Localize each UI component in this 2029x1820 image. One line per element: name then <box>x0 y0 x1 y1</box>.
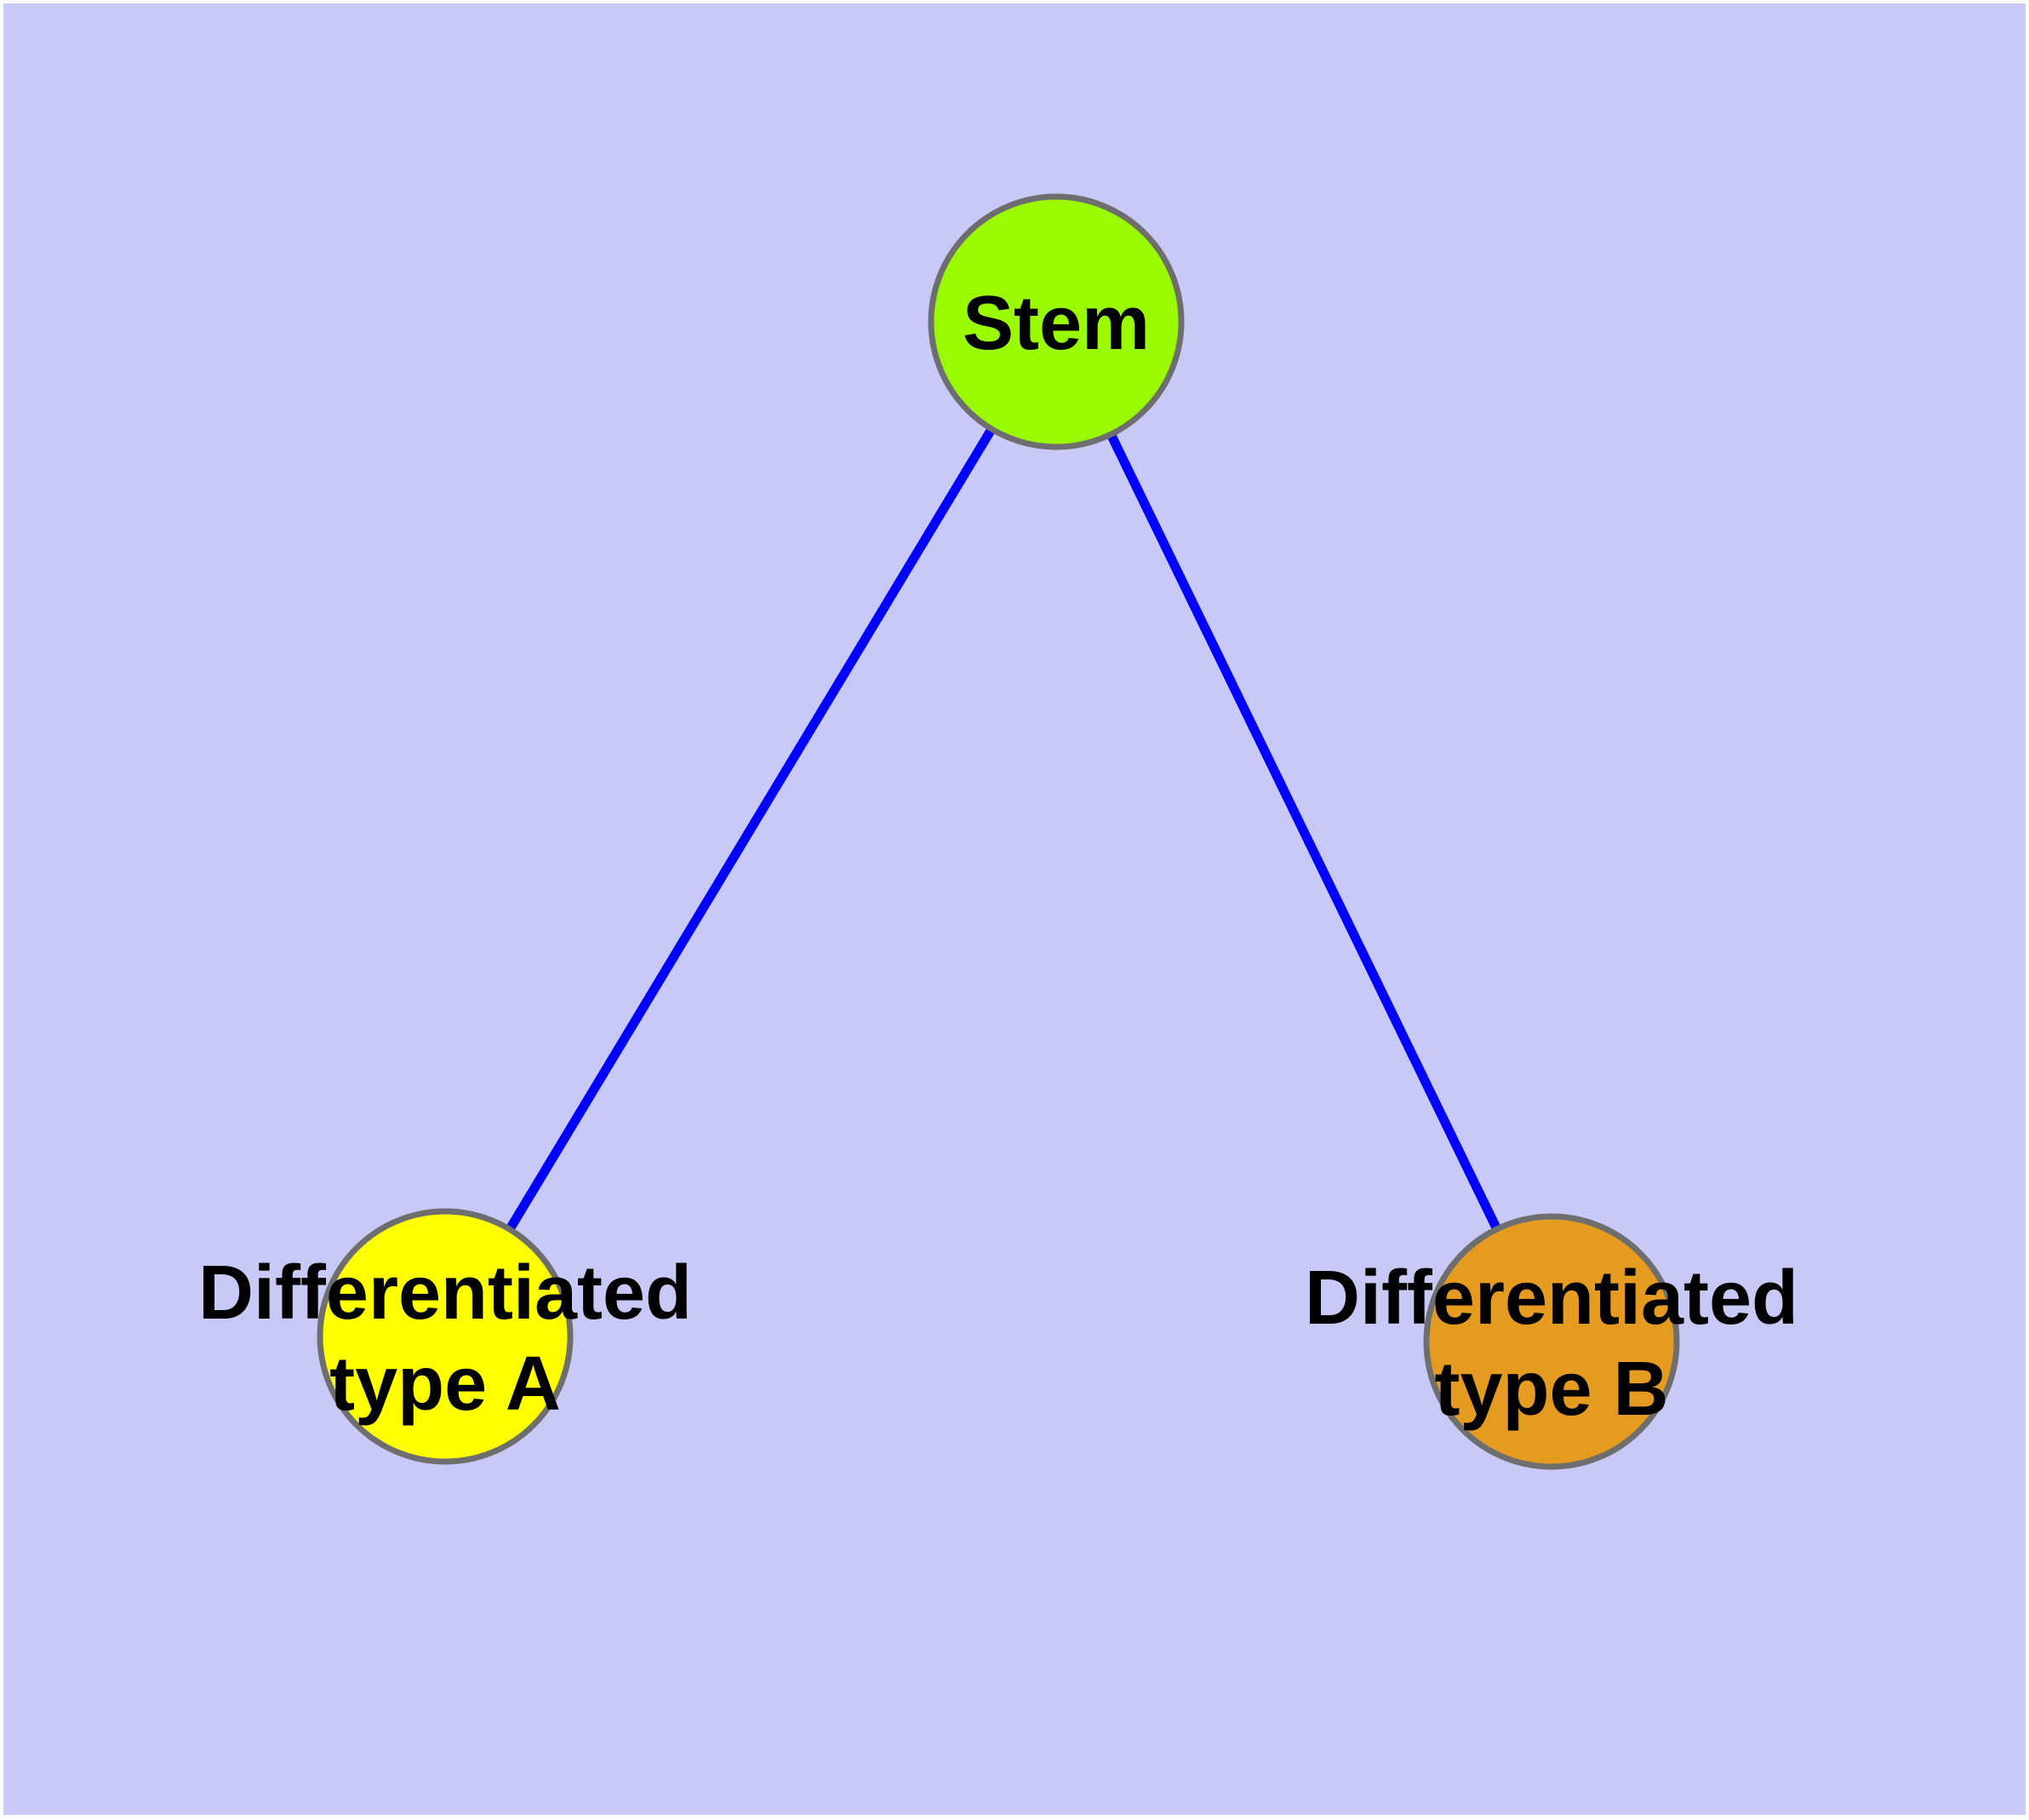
node-label-line: type A <box>329 1342 561 1427</box>
edge-stem-to-diff-a <box>441 319 1060 1339</box>
node-diff-a <box>317 1208 574 1465</box>
node-diff-b <box>1423 1213 1680 1470</box>
node-label-line: Differentiated <box>1305 1256 1798 1341</box>
node-stem <box>928 193 1185 450</box>
node-label-line: Differentiated <box>198 1251 692 1336</box>
node-label-stem: Stem <box>963 281 1150 366</box>
edge-stem-to-diff-b <box>1052 319 1556 1344</box>
node-label-line: type B <box>1434 1347 1668 1432</box>
node-label-line: Stem <box>963 281 1150 366</box>
nodes-layer <box>317 193 1680 1470</box>
edges-layer <box>441 319 1556 1344</box>
